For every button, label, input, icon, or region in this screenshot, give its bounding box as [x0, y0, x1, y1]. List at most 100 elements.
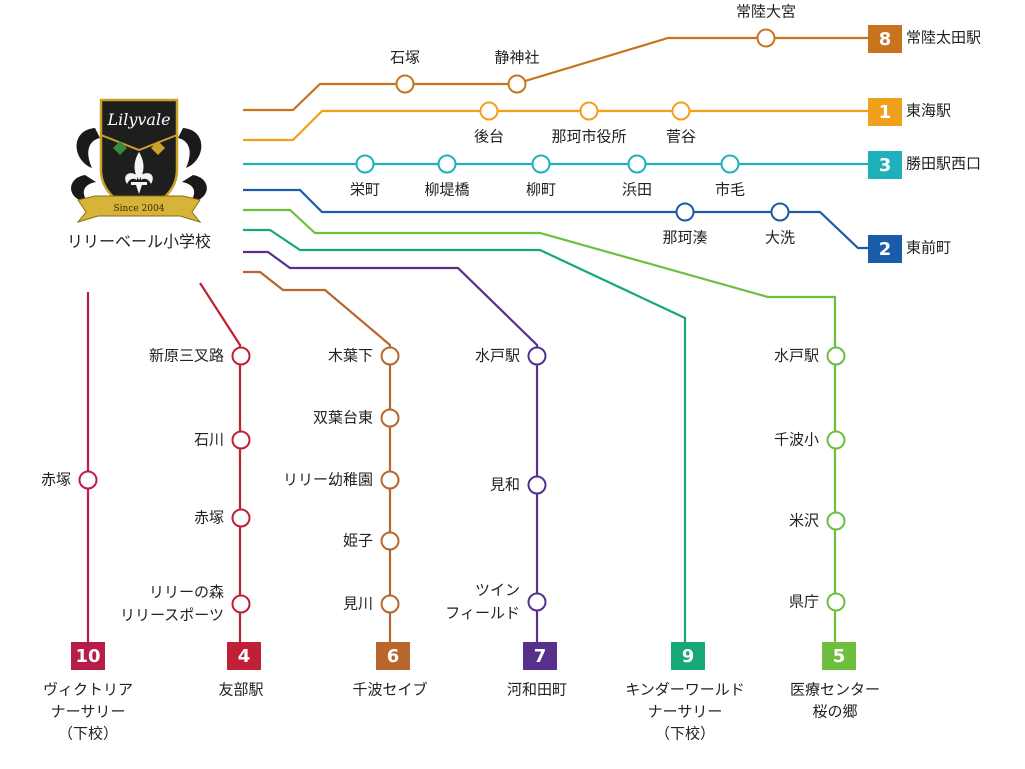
stop-marker[interactable]	[826, 511, 846, 531]
stop-label: 那珂市役所	[551, 128, 626, 146]
route-4-line	[199, 282, 242, 642]
stop-label: リリースポーツ	[120, 606, 224, 624]
stop-marker[interactable]	[380, 470, 400, 490]
route-8-line	[243, 36, 868, 112]
stop-marker[interactable]	[78, 470, 98, 490]
route-number-text: 8	[879, 29, 892, 50]
stop-label: リリー幼稚園	[283, 471, 373, 489]
route-3: 栄町 柳堤橋 柳町 浜田 市毛 3 勝田駅西口	[243, 151, 981, 199]
stop-marker[interactable]	[770, 202, 790, 222]
stop-label: フィールド	[445, 604, 520, 622]
stop-label: 大洗	[765, 229, 795, 247]
stop-marker[interactable]	[380, 346, 400, 366]
terminal-label: 勝田駅西口	[906, 155, 981, 173]
school-name: リリーベール小学校	[67, 232, 211, 251]
stop-marker[interactable]	[826, 346, 846, 366]
route-number-text: 6	[387, 646, 400, 667]
route-number-text: 9	[682, 646, 695, 667]
stop-marker[interactable]	[756, 28, 776, 48]
route-number-badge[interactable]	[868, 25, 902, 53]
terminal-label: ナーサリー	[51, 703, 126, 721]
school-logo-crest: Lilyvale Since 2004	[71, 98, 207, 223]
stop-marker[interactable]	[395, 74, 415, 94]
terminal-label: 常陸太田駅	[906, 29, 981, 47]
stop-label: 菅谷	[666, 128, 696, 146]
stop-label: 赤塚	[194, 509, 224, 527]
stop-marker[interactable]	[437, 154, 457, 174]
stop-marker[interactable]	[675, 202, 695, 222]
stop-marker[interactable]	[231, 346, 251, 366]
terminal-label: 河和田町	[507, 681, 567, 699]
terminal-label: 友部駅	[218, 681, 263, 699]
stop-marker[interactable]	[355, 154, 375, 174]
route-number-text: 1	[879, 102, 892, 123]
stop-marker[interactable]	[231, 430, 251, 450]
terminal-label: ナーサリー	[648, 703, 723, 721]
stop-label: 那珂湊	[662, 229, 707, 247]
stop-marker[interactable]	[826, 430, 846, 450]
stop-label: 静神社	[494, 49, 539, 67]
stop-marker[interactable]	[720, 154, 740, 174]
terminal-label: キンダーワールド	[625, 681, 745, 699]
stop-marker[interactable]	[531, 154, 551, 174]
stop-label: 新原三叉路	[149, 347, 224, 365]
stop-marker[interactable]	[826, 592, 846, 612]
stop-label: 市毛	[715, 181, 745, 199]
stop-marker[interactable]	[231, 508, 251, 528]
stop-marker[interactable]	[527, 346, 547, 366]
stop-label: 石川	[194, 431, 224, 449]
stop-label: 水戸駅	[774, 347, 819, 365]
route-number-badge[interactable]	[868, 235, 902, 263]
terminal-label: 桜の郷	[812, 703, 857, 721]
stop-marker[interactable]	[380, 408, 400, 428]
stop-label: 石塚	[390, 49, 420, 67]
route-number-badge[interactable]	[822, 642, 856, 670]
stop-label: 木葉下	[328, 347, 373, 365]
stop-marker[interactable]	[527, 592, 547, 612]
stop-label: ツイン	[475, 581, 520, 599]
terminal-label: 千波セイブ	[352, 681, 427, 699]
route-number-badge[interactable]	[868, 151, 902, 179]
stop-label: 水戸駅	[475, 347, 520, 365]
route-number-text: 10	[75, 646, 100, 667]
stop-marker[interactable]	[380, 594, 400, 614]
route-number-text: 3	[879, 155, 892, 176]
terminal-label: （下校）	[655, 725, 715, 743]
stop-label: 米沢	[789, 512, 819, 530]
terminal-label: 医療センター	[790, 681, 880, 699]
stop-marker[interactable]	[671, 101, 691, 121]
route-number-badge[interactable]	[71, 642, 105, 670]
stop-label: 姫子	[343, 532, 373, 550]
stop-marker[interactable]	[627, 154, 647, 174]
stop-label: 見川	[343, 595, 373, 613]
stop-marker[interactable]	[527, 475, 547, 495]
stop-marker[interactable]	[231, 594, 251, 614]
stop-label: 栄町	[350, 181, 380, 199]
stop-marker[interactable]	[479, 101, 499, 121]
stop-label: 赤塚	[41, 471, 71, 489]
route-number-badge[interactable]	[868, 98, 902, 126]
route-6-line	[243, 270, 392, 642]
stop-marker[interactable]	[380, 531, 400, 551]
route-9-line	[243, 228, 687, 642]
route-number-badge[interactable]	[671, 642, 705, 670]
stop-label: 後台	[474, 128, 504, 146]
route-number-badge[interactable]	[523, 642, 557, 670]
stop-marker[interactable]	[579, 101, 599, 121]
route-number-badge[interactable]	[227, 642, 261, 670]
stop-marker[interactable]	[507, 74, 527, 94]
stop-label: 常陸大宮	[736, 3, 796, 21]
stop-label: 双葉台東	[313, 409, 373, 427]
stop-label: 見和	[490, 476, 520, 494]
route-number-badge[interactable]	[376, 642, 410, 670]
route-number-text: 7	[534, 646, 547, 667]
route-number-text: 2	[879, 239, 892, 260]
terminal-label: 東前町	[906, 239, 951, 257]
stop-label: 柳町	[526, 181, 556, 199]
stop-label: 浜田	[622, 181, 652, 199]
logo-name-text: Lilyvale	[106, 110, 170, 129]
stop-label: 柳堤橋	[424, 181, 469, 199]
